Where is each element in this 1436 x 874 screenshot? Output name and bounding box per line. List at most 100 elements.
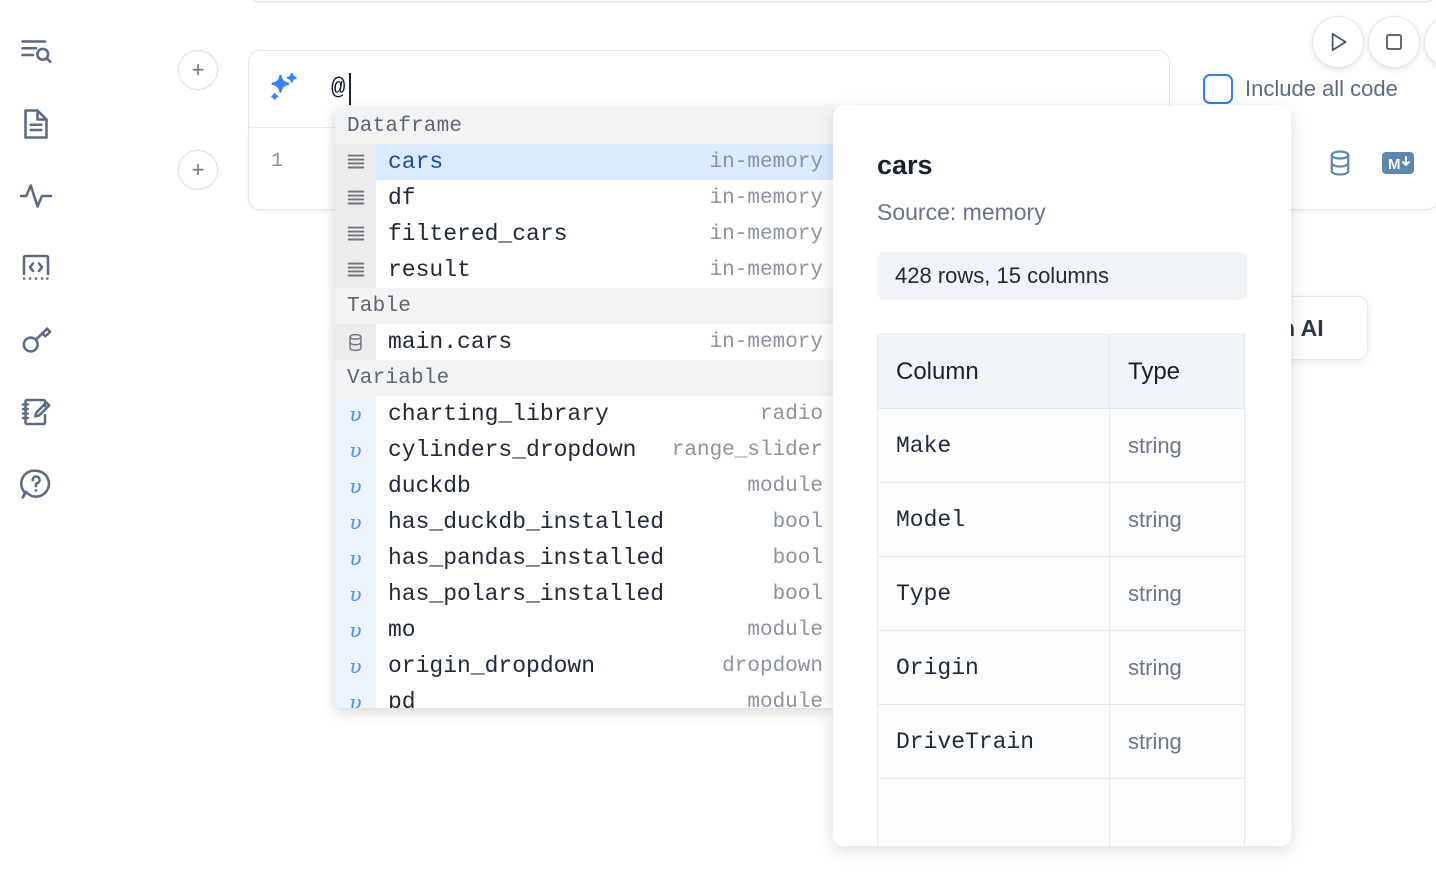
code-snippets-icon[interactable] <box>8 232 64 304</box>
autocomplete-item[interactable]: υorigin_dropdowndropdown <box>335 648 835 684</box>
autocomplete-item-name: cylinders_dropdown <box>376 437 672 463</box>
help-question-icon[interactable] <box>8 448 64 520</box>
dataframe-icon <box>335 144 376 180</box>
autocomplete-item-meta: module <box>747 475 835 498</box>
autocomplete-item[interactable]: carsin-memory <box>335 144 835 180</box>
notebook-document-icon[interactable] <box>8 88 64 160</box>
svg-text:M: M <box>1388 156 1401 173</box>
autocomplete-item-meta: in-memory <box>710 151 835 174</box>
left-sidebar <box>0 0 72 874</box>
autocomplete-item-name: charting_library <box>376 401 760 427</box>
variable-icon: υ <box>335 396 376 432</box>
docs-column-type: string <box>1110 557 1245 631</box>
autocomplete-item-name: main.cars <box>376 329 710 355</box>
stop-cell-button[interactable] <box>1368 16 1420 68</box>
autocomplete-item[interactable]: υcylinders_dropdownrange_slider <box>335 432 835 468</box>
autocomplete-item[interactable]: υmomodule <box>335 612 835 648</box>
text-caret <box>349 73 351 105</box>
docs-table-row: Originstring <box>878 631 1245 705</box>
docs-shape-badge: 428 rows, 15 columns <box>877 252 1247 300</box>
autocomplete-item[interactable]: υcharting_libraryradio <box>335 396 835 432</box>
autocomplete-item-name: origin_dropdown <box>376 653 722 679</box>
autocomplete-item-meta: bool <box>773 511 835 534</box>
autocomplete-item-meta: radio <box>760 403 835 426</box>
docs-schema-table: ColumnType MakestringModelstringTypestri… <box>877 334 1245 846</box>
ai-prompt-input[interactable]: @ <box>331 75 345 102</box>
autocomplete-item-meta: module <box>747 619 835 642</box>
dataframe-icon <box>335 216 376 252</box>
autocomplete-item[interactable]: filtered_carsin-memory <box>335 216 835 252</box>
completion-docs-panel: cars Source: memory 428 rows, 15 columns… <box>833 106 1291 846</box>
add-cell-button-bottom[interactable]: + <box>178 150 218 190</box>
activity-pulse-icon[interactable] <box>8 160 64 232</box>
autocomplete-item-name: df <box>376 185 710 211</box>
autocomplete-item-meta: bool <box>773 547 835 570</box>
docs-table-row: Makestring <box>878 409 1245 483</box>
autocomplete-item-meta: range_slider <box>672 439 835 462</box>
docs-column-name: Origin <box>878 631 1110 705</box>
secrets-key-icon[interactable] <box>8 304 64 376</box>
autocomplete-item[interactable]: υhas_pandas_installedbool <box>335 540 835 576</box>
variable-icon: υ <box>335 648 376 684</box>
variable-icon: υ <box>335 432 376 468</box>
autocomplete-item[interactable]: υhas_polars_installedbool <box>335 576 835 612</box>
previous-cell-partial <box>248 0 1436 2</box>
include-all-code-label: Include all code <box>1245 76 1398 102</box>
autocomplete-item-name: result <box>376 257 710 283</box>
autocomplete-item-meta: module <box>747 691 835 709</box>
database-icon[interactable] <box>1325 148 1355 178</box>
markdown-icon[interactable]: M <box>1381 150 1415 176</box>
docs-column-name <box>878 779 1110 847</box>
autocomplete-section-header: Table <box>335 288 835 324</box>
docs-source: Source: memory <box>877 199 1247 226</box>
database-icon <box>335 324 376 360</box>
more-actions-button[interactable] <box>1424 16 1436 68</box>
docs-table-header: Type <box>1110 335 1245 409</box>
docs-column-type <box>1110 779 1245 847</box>
autocomplete-item-meta: in-memory <box>710 259 835 282</box>
autocomplete-section-header: Dataframe <box>335 108 835 144</box>
docs-column-type: string <box>1110 631 1245 705</box>
docs-table-header: Column <box>878 335 1110 409</box>
docs-table-header-row: ColumnType <box>878 335 1245 409</box>
sparkles-icon <box>267 71 301 105</box>
docs-column-name: Model <box>878 483 1110 557</box>
autocomplete-item-meta: in-memory <box>710 187 835 210</box>
autocomplete-item[interactable]: υpdmodule <box>335 684 835 708</box>
variable-icon: υ <box>335 468 376 504</box>
autocomplete-item[interactable]: υduckdbmodule <box>335 468 835 504</box>
docs-column-type: string <box>1110 409 1245 483</box>
autocomplete-item-name: cars <box>376 149 710 175</box>
autocomplete-item-meta: dropdown <box>722 655 835 678</box>
scratchpad-edit-icon[interactable] <box>8 376 64 448</box>
dataframe-icon <box>335 180 376 216</box>
autocomplete-item[interactable]: resultin-memory <box>335 252 835 288</box>
cell-type-icons: M <box>1325 148 1415 178</box>
docs-table-row: DriveTrainstring <box>878 705 1245 779</box>
autocomplete-item-name: duckdb <box>376 473 747 499</box>
autocomplete-item-meta: in-memory <box>710 223 835 246</box>
autocomplete-item-name: has_pandas_installed <box>376 545 773 571</box>
autocomplete-item[interactable]: υhas_duckdb_installedbool <box>335 504 835 540</box>
checkbox-box[interactable] <box>1203 74 1233 104</box>
variable-icon: υ <box>335 576 376 612</box>
variable-icon: υ <box>335 540 376 576</box>
autocomplete-item[interactable]: dfin-memory <box>335 180 835 216</box>
docs-column-name: DriveTrain <box>878 705 1110 779</box>
autocomplete-item-name: filtered_cars <box>376 221 710 247</box>
autocomplete-item-name: mo <box>376 617 747 643</box>
docs-column-name: Type <box>878 557 1110 631</box>
run-cell-button[interactable] <box>1312 16 1364 68</box>
autocomplete-item-name: has_duckdb_installed <box>376 509 773 535</box>
variable-icon: υ <box>335 504 376 540</box>
autocomplete-section-header: Variable <box>335 360 835 396</box>
autocomplete-item[interactable]: main.carsin-memory <box>335 324 835 360</box>
add-cell-button-top[interactable]: + <box>178 50 218 90</box>
autocomplete-dropdown[interactable]: Dataframecarsin-memorydfin-memoryfiltere… <box>335 108 835 708</box>
include-all-code-checkbox[interactable]: Include all code <box>1203 74 1398 104</box>
variable-icon: υ <box>335 612 376 648</box>
autocomplete-item-meta: in-memory <box>710 331 835 354</box>
file-explorer-icon[interactable] <box>8 16 64 88</box>
line-number: 1 <box>271 150 283 173</box>
